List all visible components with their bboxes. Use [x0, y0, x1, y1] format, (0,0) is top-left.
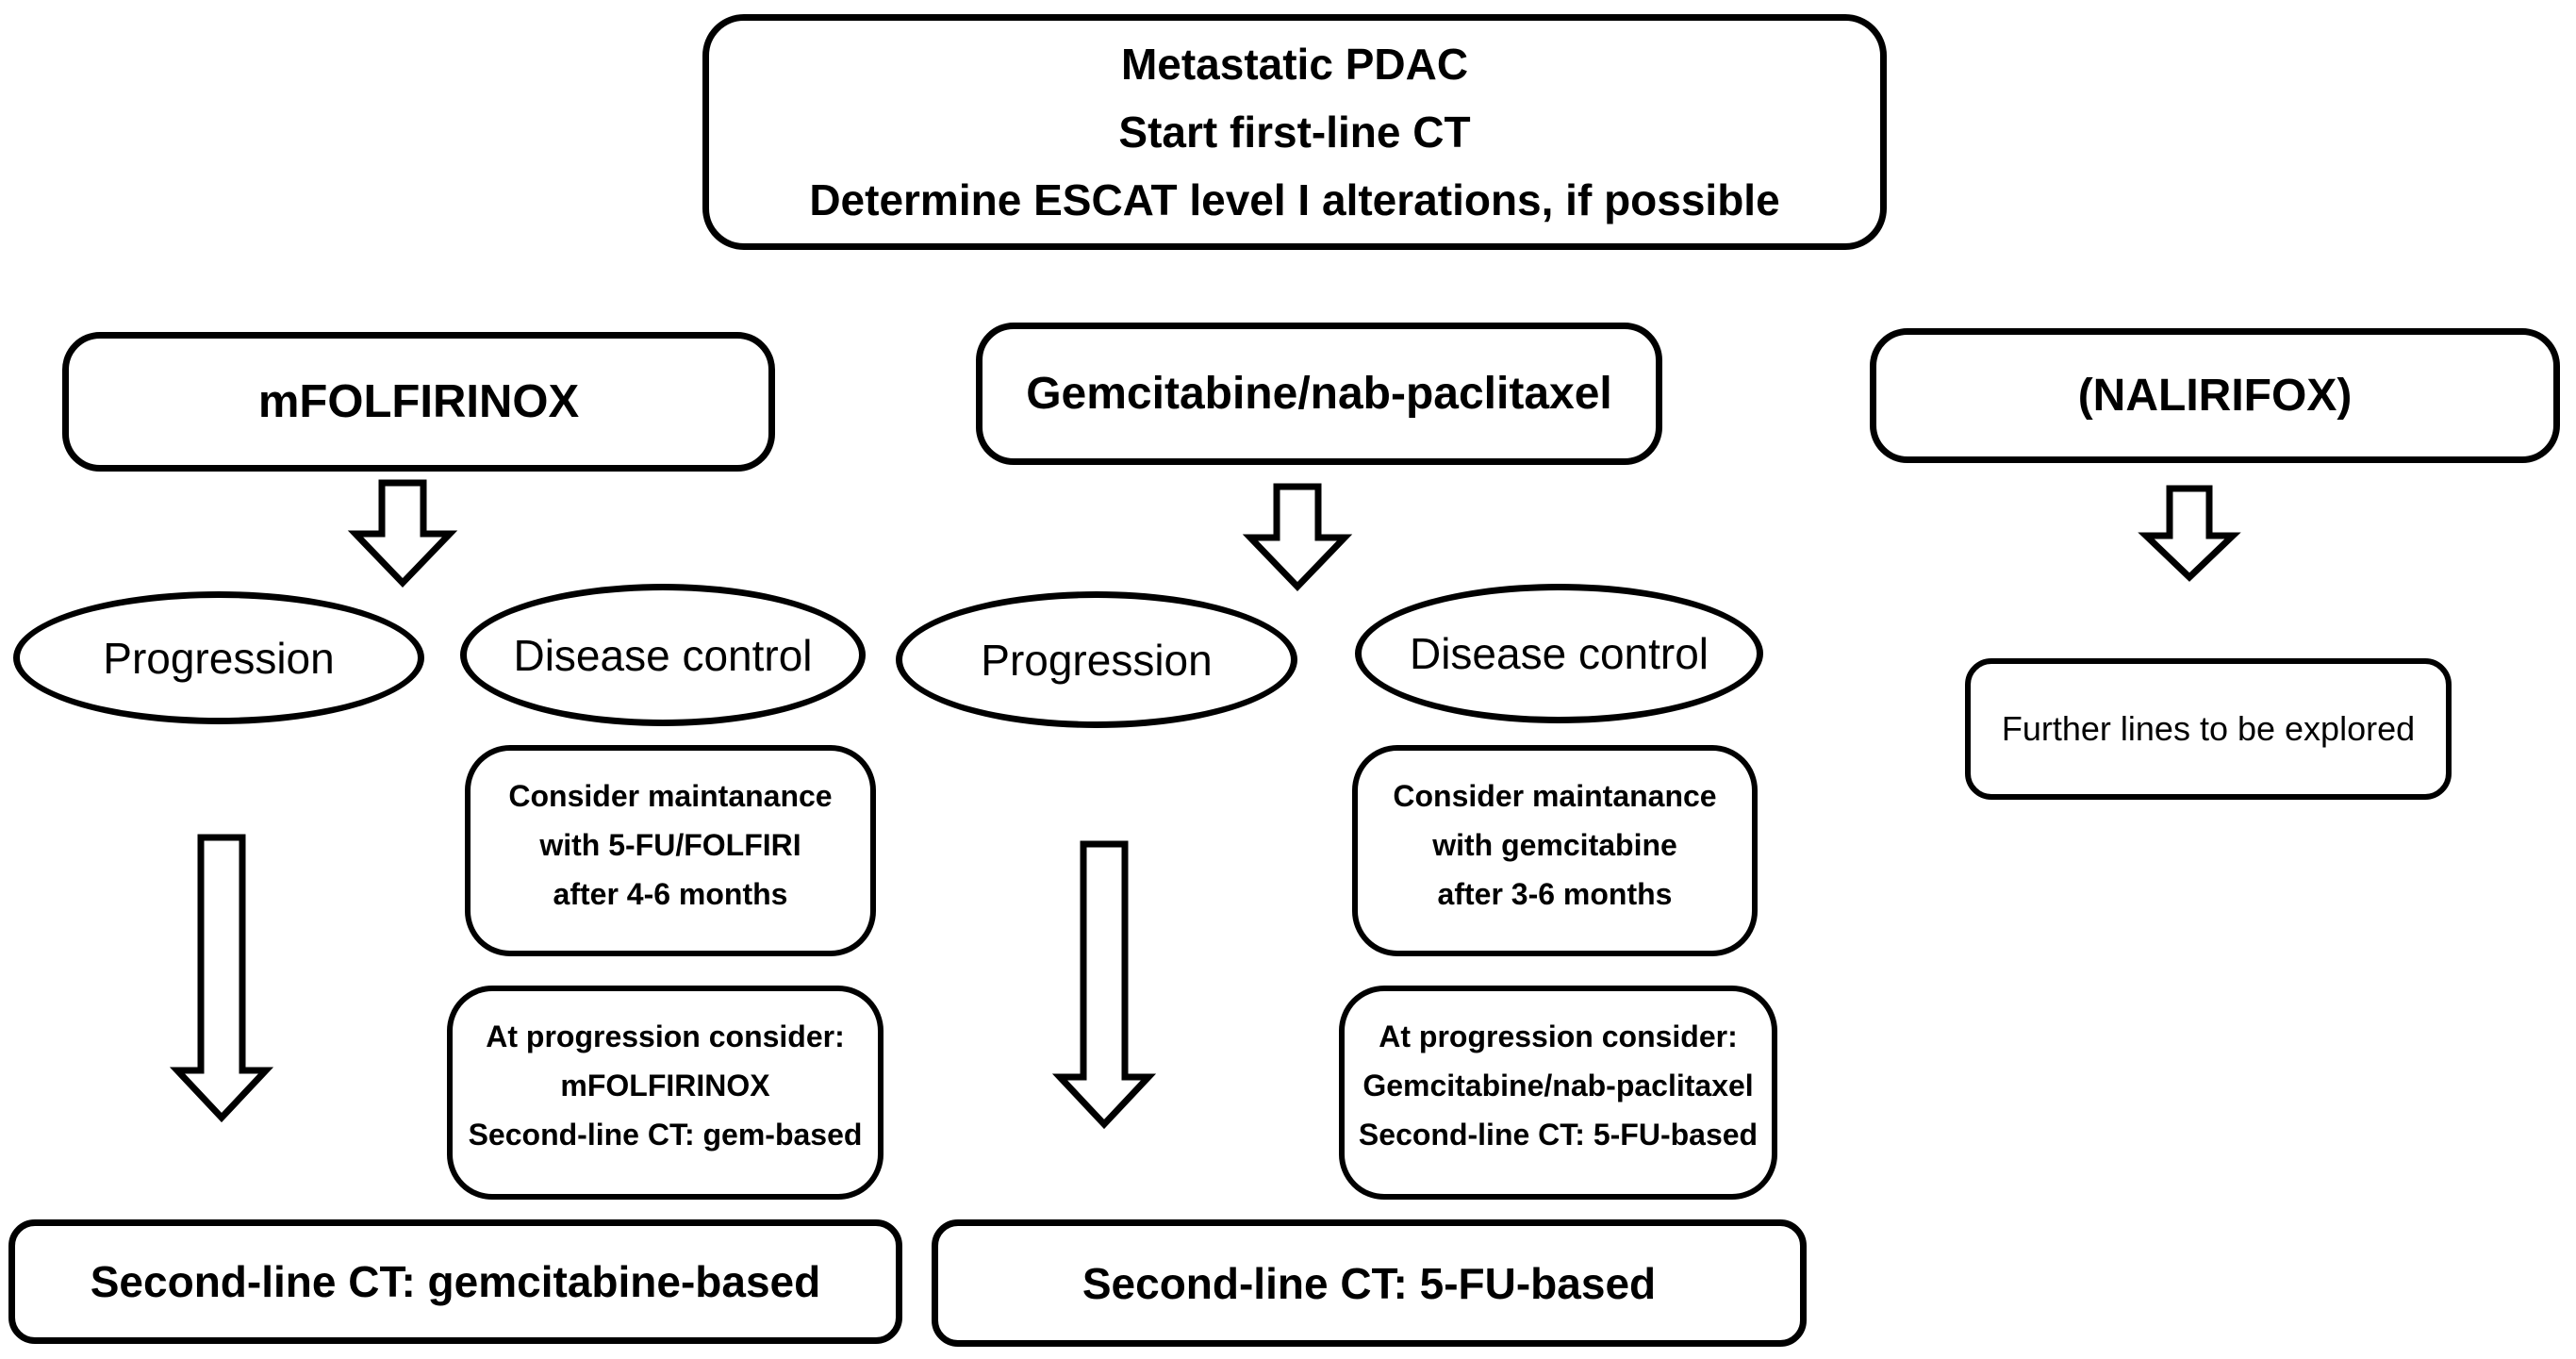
- left-progression-ellipse: Progression: [13, 591, 424, 724]
- at-progression-line-2: mFOLFIRINOX: [560, 1069, 770, 1102]
- maintenance-line-1: Consider maintanance: [1393, 779, 1717, 813]
- further-lines-box: Further lines to be explored: [1965, 658, 2452, 800]
- treatment-label: mFOLFIRINOX: [257, 376, 580, 427]
- middle-maintenance-box: Consider maintanance with gemcitabine af…: [1352, 745, 1758, 956]
- root-line-1: Metastatic PDAC: [1120, 40, 1469, 89]
- treatment-label: Gemcitabine/nab-paclitaxel: [1026, 369, 1612, 419]
- at-progression-line-3: Second-line CT: 5-FU-based: [1358, 1118, 1759, 1152]
- ellipse-label: Progression: [981, 635, 1213, 685]
- down-arrow-icon-gem-nab: [1242, 483, 1353, 592]
- left-maintenance-box: Consider maintanance with 5-FU/FOLFIRI a…: [465, 745, 876, 956]
- down-arrow-icon-mfolfirinox: [347, 479, 458, 588]
- root-line-3: Determine ESCAT level I alterations, if …: [809, 175, 1780, 224]
- maintenance-line-2: with gemcitabine: [1432, 828, 1677, 862]
- treatment-box-gem-nab: Gemcitabine/nab-paclitaxel: [976, 323, 1662, 465]
- middle-progression-ellipse: Progression: [896, 591, 1297, 728]
- maintenance-line-3: after 4-6 months: [553, 877, 788, 911]
- down-arrow-icon-middle-progression: [1051, 840, 1157, 1130]
- maintenance-line-1: Consider maintanance: [508, 779, 833, 813]
- second-line-label: Second-line CT: gemcitabine-based: [90, 1257, 821, 1306]
- treatment-box-mfolfirinox: mFOLFIRINOX: [62, 332, 775, 472]
- further-lines-label: Further lines to be explored: [2001, 709, 2416, 748]
- ellipse-label: Disease control: [513, 630, 813, 680]
- middle-at-progression-box: At progression consider: Gemcitabine/nab…: [1339, 986, 1777, 1200]
- left-disease-control-ellipse: Disease control: [460, 584, 866, 726]
- root-line-2: Start first-line CT: [1118, 108, 1471, 157]
- maintenance-line-3: after 3-6 months: [1437, 877, 1673, 911]
- down-arrow-icon-nalirifox: [2138, 485, 2241, 582]
- root-box: Metastatic PDAC Start first-line CT Dete…: [702, 14, 1887, 250]
- at-progression-line-1: At progression consider:: [1379, 1019, 1738, 1053]
- at-progression-line-3: Second-line CT: gem-based: [468, 1118, 863, 1152]
- treatment-label: (NALIRIFOX): [2077, 371, 2353, 421]
- ellipse-label: Progression: [103, 633, 335, 683]
- down-arrow-icon-left-progression: [169, 834, 274, 1123]
- ellipse-label: Disease control: [1409, 629, 1709, 678]
- second-line-5fu-based-box: Second-line CT: 5-FU-based: [932, 1219, 1807, 1347]
- treatment-box-nalirifox: (NALIRIFOX): [1870, 328, 2560, 463]
- second-line-gem-based-box: Second-line CT: gemcitabine-based: [8, 1219, 902, 1344]
- left-at-progression-box: At progression consider: mFOLFIRINOX Sec…: [447, 986, 883, 1200]
- at-progression-line-1: At progression consider:: [486, 1019, 845, 1053]
- middle-disease-control-ellipse: Disease control: [1355, 584, 1763, 723]
- second-line-label: Second-line CT: 5-FU-based: [1082, 1258, 1657, 1308]
- maintenance-line-2: with 5-FU/FOLFIRI: [539, 828, 801, 862]
- at-progression-line-2: Gemcitabine/nab-paclitaxel: [1362, 1069, 1754, 1102]
